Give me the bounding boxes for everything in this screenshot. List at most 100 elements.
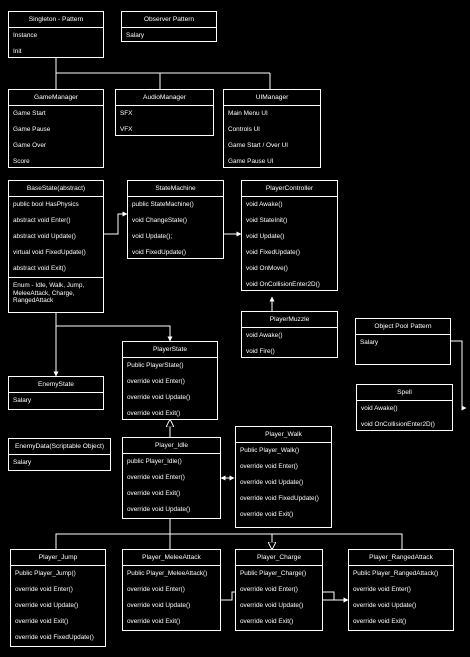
class-box-spell[interactable]: Spell void Awake() void OnCollisionEnter… bbox=[356, 384, 453, 431]
class-title: Player_Walk bbox=[236, 427, 331, 443]
class-member: override void Enter() bbox=[127, 474, 185, 481]
class-member: Game Over bbox=[13, 142, 47, 149]
class-member: Game Start / Over UI bbox=[228, 142, 289, 149]
class-member: Score bbox=[13, 158, 30, 165]
class-box-player-jump[interactable]: Player_Jump Public Player_Jump() overrid… bbox=[10, 549, 106, 647]
class-title: Player_RangedAttack bbox=[349, 550, 453, 566]
class-member: override void Exit() bbox=[240, 511, 294, 518]
class-member: Main Menu UI bbox=[228, 110, 268, 117]
class-member: Salary bbox=[13, 397, 32, 404]
class-box-playerstate[interactable]: PlayerState Public PlayerState() overrid… bbox=[122, 341, 218, 420]
class-member: Init bbox=[13, 48, 22, 55]
class-title: PlayerController bbox=[242, 181, 337, 197]
class-member: override void Enter() bbox=[127, 586, 185, 593]
class-member: Public PlayerState() bbox=[127, 362, 184, 369]
class-box-basestate[interactable]: BaseState(abstract) public bool HasPhysi… bbox=[8, 180, 104, 313]
class-box-gamemanager[interactable]: GameManager Game Start Game Pause Game O… bbox=[8, 89, 104, 168]
class-member: void OnMove() bbox=[246, 265, 288, 272]
class-box-player-idle[interactable]: Player_Idle public Player_Idle() overrid… bbox=[122, 437, 221, 519]
class-member: override void Enter() bbox=[127, 378, 185, 385]
connector-substates-to-idle bbox=[55, 519, 403, 549]
class-box-objectpool[interactable]: Object Pool Pattern Salary bbox=[355, 318, 451, 365]
class-title: Player_Jump bbox=[11, 550, 105, 566]
class-member: abstract void Exit() bbox=[13, 265, 66, 272]
class-box-playercontroller[interactable]: PlayerController void Awake() void State… bbox=[241, 180, 338, 291]
class-member: public bool HasPhysics bbox=[13, 201, 79, 208]
class-member: void Awake() bbox=[246, 332, 283, 339]
class-title: Player_Idle bbox=[123, 438, 220, 454]
class-box-player-charge[interactable]: Player_Charge Public Player_Charge() ove… bbox=[235, 549, 323, 631]
class-member: Public Player_Walk() bbox=[240, 447, 300, 454]
class-member: abstract void Update() bbox=[13, 233, 76, 240]
class-member: override void Exit() bbox=[127, 618, 181, 625]
class-member: public StateMachine() bbox=[132, 201, 194, 208]
class-title: AudioManager bbox=[116, 90, 213, 106]
class-title: Object Pool Pattern bbox=[356, 319, 450, 335]
class-member: Instance bbox=[13, 32, 38, 39]
class-member: Game Start bbox=[13, 110, 46, 117]
class-member: override void Enter() bbox=[353, 586, 411, 593]
class-title: Spell bbox=[357, 385, 452, 401]
class-box-uimanager[interactable]: UIManager Main Menu UI Controls UI Game … bbox=[223, 89, 321, 168]
class-member: override void Exit() bbox=[353, 618, 407, 625]
class-title: EnemyState bbox=[9, 377, 103, 393]
class-member: Salary bbox=[126, 32, 145, 39]
class-box-player-meleeattack[interactable]: Player_MeleeAttack Public Player_MeleeAt… bbox=[122, 549, 221, 631]
class-box-player-rangedattack[interactable]: Player_RangedAttack Public Player_Ranged… bbox=[348, 549, 454, 631]
class-title: PlayerMuzzle bbox=[242, 312, 337, 328]
class-member: VFX bbox=[120, 126, 133, 133]
class-title: StateMachine bbox=[128, 181, 223, 197]
class-title: GameManager bbox=[9, 90, 103, 106]
class-member: Public Player_RangedAttack() bbox=[353, 570, 439, 577]
class-title: Observer Pattern bbox=[122, 12, 216, 28]
class-member: void FixedUpdate() bbox=[246, 249, 300, 256]
class-member: override void FixedUpdate() bbox=[15, 634, 94, 641]
class-box-player-walk[interactable]: Player_Walk Public Player_Walk() overrid… bbox=[235, 426, 332, 528]
class-member: override void Enter() bbox=[240, 586, 298, 593]
class-member: override void Update() bbox=[353, 602, 417, 609]
class-title: UIManager bbox=[224, 90, 320, 106]
class-title: EnemyData(Scriptable Object) bbox=[9, 439, 110, 455]
class-member: abstract void Enter() bbox=[13, 217, 71, 224]
class-member: override void Enter() bbox=[240, 463, 298, 470]
class-box-enemystate[interactable]: EnemyState Salary bbox=[8, 376, 104, 410]
class-member: void Awake() bbox=[361, 405, 398, 412]
class-box-enemydata[interactable]: EnemyData(Scriptable Object) Salary bbox=[8, 438, 111, 471]
class-box-audiomanager[interactable]: AudioManager SFX VFX bbox=[115, 89, 214, 136]
class-member: Public Player_Charge() bbox=[240, 570, 307, 577]
class-member: void Update() bbox=[246, 233, 285, 240]
class-member: void StateInit() bbox=[246, 217, 288, 224]
class-title: Singleton - Pattern bbox=[9, 12, 103, 28]
class-member: override void Enter() bbox=[15, 586, 73, 593]
class-member: void OnCollisionEnter2D() bbox=[246, 281, 320, 288]
class-member: Controls UI bbox=[228, 126, 260, 133]
class-member: override void Update() bbox=[127, 394, 191, 401]
class-title: BaseState(abstract) bbox=[9, 181, 103, 197]
class-title: PlayerState bbox=[123, 342, 217, 358]
class-box-statemachine[interactable]: StateMachine public StateMachine() void … bbox=[127, 180, 224, 259]
class-box-observer[interactable]: Observer Pattern Salary bbox=[121, 11, 217, 42]
class-member: override void Exit() bbox=[240, 618, 294, 625]
class-member: override void Update() bbox=[240, 602, 304, 609]
class-member: override void Exit() bbox=[15, 618, 69, 625]
connector-objectpool-to-spell bbox=[451, 340, 467, 411]
class-member: override void Update() bbox=[127, 506, 191, 513]
class-member: virtual void FixedUpdate() bbox=[13, 249, 86, 256]
class-member: void FixedUpdate() bbox=[132, 249, 186, 256]
class-box-playermuzzle[interactable]: PlayerMuzzle void Awake() void Fire() bbox=[241, 311, 338, 358]
class-member: void Awake() bbox=[246, 201, 283, 208]
class-member: Game Pause bbox=[13, 126, 51, 133]
class-member: void Update(); bbox=[132, 233, 173, 240]
class-box-singleton[interactable]: Singleton - Pattern Instance Init bbox=[8, 11, 104, 58]
class-member: Public Player_Jump() bbox=[15, 570, 76, 577]
class-member: Game Pause UI bbox=[228, 158, 274, 165]
class-member: void OnCollisionEnter2D() bbox=[361, 421, 435, 428]
class-member: Salary bbox=[360, 339, 379, 346]
class-member: override void FixedUpdate() bbox=[240, 495, 319, 502]
connector-basestate-to-playerstate bbox=[55, 313, 173, 342]
connector-singleton-to-managers bbox=[55, 58, 271, 89]
class-member: public Player_Idle() bbox=[127, 458, 182, 465]
class-title: Player_MeleeAttack bbox=[123, 550, 220, 566]
class-member: override void Update() bbox=[240, 479, 304, 486]
